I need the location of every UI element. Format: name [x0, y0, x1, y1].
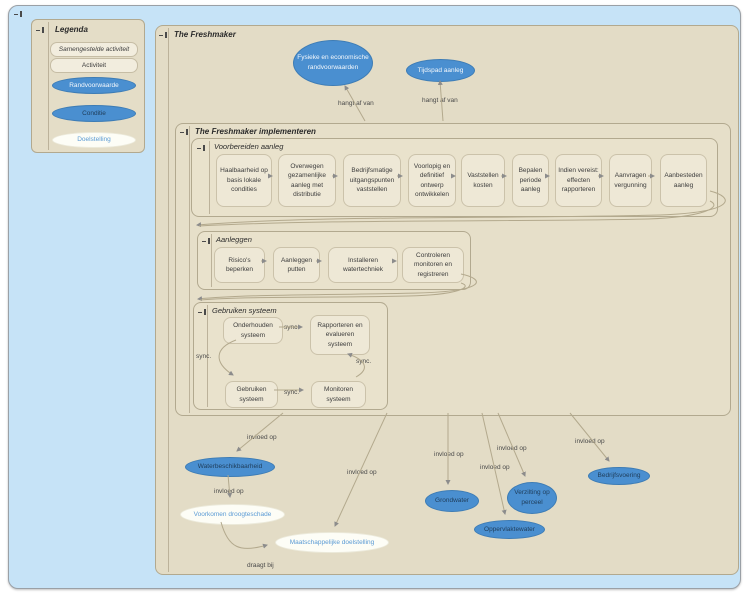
legend-condition[interactable]: Conditie: [52, 105, 136, 122]
aanleggen-collapse-icon[interactable]: [202, 238, 210, 244]
voorbereiden-collapse-icon[interactable]: [197, 145, 205, 151]
activity-risicos-beperken[interactable]: Risico's beperken: [214, 247, 265, 283]
freshmaker-divider: [168, 28, 169, 572]
edge-label-invloed-waterbeschikbaarheid: invloed op: [247, 434, 277, 441]
edge-label-hangt-af-van-1: hangt af van: [338, 100, 374, 107]
diagram-canvas[interactable]: Legenda Samengestelde activiteit Activit…: [8, 5, 741, 589]
gebruiken-panel[interactable]: Gebruiken systeem Onderhouden systeem Ra…: [193, 302, 388, 410]
ellipse-waterbeschikbaarheid[interactable]: Waterbeschikbaarheid: [185, 457, 275, 477]
freshmaker-panel[interactable]: The Freshmaker Fysieke en economische ra…: [155, 25, 739, 575]
ellipse-bedrijfsvoering[interactable]: Bedrijfsvoering: [588, 467, 650, 485]
legend-title: Legenda: [55, 25, 88, 34]
gebruiken-collapse-icon[interactable]: [198, 309, 206, 315]
edge-label-hangt-af-van-2: hangt af van: [422, 97, 458, 104]
gebruiken-divider: [207, 305, 208, 407]
implementeren-title: The Freshmaker implementeren: [195, 127, 316, 136]
gebruiken-title: Gebruiken systeem: [212, 306, 277, 315]
ellipse-grondwater[interactable]: Grondwater: [425, 490, 479, 512]
activity-gebruiken-systeem[interactable]: Gebruiken systeem: [225, 381, 278, 408]
legend-panel[interactable]: Legenda Samengestelde activiteit Activit…: [31, 19, 145, 153]
activity-monitoren-systeem[interactable]: Monitoren systeem: [311, 381, 366, 408]
activity-aanvragen-vergunning[interactable]: Aanvragen vergunning: [609, 154, 652, 207]
implementeren-panel[interactable]: The Freshmaker implementeren Voorbereide…: [175, 123, 731, 416]
legend-collapse-icon[interactable]: [36, 27, 44, 33]
activity-aanbesteden-aanleg[interactable]: Aanbesteden aanleg: [660, 154, 707, 207]
edge-label-sync-3: sync.: [284, 389, 300, 396]
ellipse-tijdspad-aanleg[interactable]: Tijdspad aanleg: [406, 59, 475, 82]
activity-rapporteren-evalueren[interactable]: Rapporteren en evalueren systeem: [310, 315, 370, 355]
edge-label-invloed-verzilting: invloed op: [497, 445, 527, 452]
implementeren-divider: [189, 126, 190, 413]
ellipse-fysieke-randvoorwaarden[interactable]: Fysieke en economische randvoorwaarden: [293, 40, 373, 86]
edge-label-sync-4: sync.: [356, 358, 372, 365]
edge-label-invloed-maatschappelijk: invloed op: [347, 469, 377, 476]
activity-overwegen-gezamenlijke-aanleg[interactable]: Overwegen gezamenlijke aanleg met distri…: [278, 154, 336, 207]
legend-composite-activity[interactable]: Samengestelde activiteit: [50, 42, 138, 57]
canvas-collapse-icon[interactable]: [14, 11, 22, 17]
legend-activity[interactable]: Activiteit: [50, 58, 138, 73]
activity-effecten-rapporteren[interactable]: Indien vereist: effecten rapporteren: [555, 154, 602, 207]
ellipse-maatschappelijke-doelstelling[interactable]: Maatschappelijke doelstelling: [275, 532, 389, 553]
ellipse-oppervlaktewater[interactable]: Oppervlaktewater: [474, 520, 545, 539]
legend-goal[interactable]: Doelstelling: [52, 132, 136, 148]
activity-aanleggen-putten[interactable]: Aanleggen putten: [273, 247, 320, 283]
legend-divider: [48, 22, 49, 150]
activity-voorlopig-definitief-ontwerp[interactable]: Voorlopig en definitief ontwerp ontwikke…: [408, 154, 456, 207]
activity-bepalen-periode-aanleg[interactable]: Bepalen periode aanleg: [512, 154, 549, 207]
edge-label-invloed-bedrijfsvoering: invloed op: [575, 438, 605, 445]
edge-label-invloed-oppervlaktewater: invloed op: [480, 464, 510, 471]
edge-label-sync-2: sync.: [196, 353, 212, 360]
ellipse-voorkomen-droogteschade[interactable]: Voorkomen droogteschade: [180, 504, 285, 525]
edge-label-draagt-bij: draagt bij: [247, 562, 274, 569]
aanleggen-divider: [211, 234, 212, 287]
freshmaker-title: The Freshmaker: [174, 30, 236, 39]
activity-bedrijfsmatige-uitgangspunten[interactable]: Bedrijfsmatige uitgangspunten vaststelle…: [343, 154, 401, 207]
implementeren-collapse-icon[interactable]: [180, 129, 188, 135]
legend-precondition[interactable]: Randvoorwaarde: [52, 77, 136, 94]
voorbereiden-title: Voorbereiden aanleg: [214, 142, 284, 151]
activity-haalbaarheid[interactable]: Haalbaarheid op basis lokale condities: [216, 154, 272, 207]
edge-label-invloed-grondwater: invloed op: [434, 451, 464, 458]
activity-controleren-monitoren[interactable]: Controleren monitoren en registreren: [402, 247, 464, 283]
aanleggen-title: Aanleggen: [216, 235, 252, 244]
activity-onderhouden-systeem[interactable]: Onderhouden systeem: [223, 317, 283, 344]
voorbereiden-panel[interactable]: Voorbereiden aanleg Haalbaarheid op basi…: [191, 138, 718, 217]
activity-vaststellen-kosten[interactable]: Vaststellen kosten: [461, 154, 505, 207]
edge-label-invloed-voorkomen: invloed op: [214, 488, 244, 495]
freshmaker-collapse-icon[interactable]: [159, 32, 167, 38]
aanleggen-panel[interactable]: Aanleggen Risico's beperken Aanleggen pu…: [197, 231, 471, 290]
voorbereiden-divider: [209, 141, 210, 214]
ellipse-verzilting-op-perceel[interactable]: Verzilting op perceel: [507, 482, 557, 514]
edge-label-sync-1: sync.: [284, 324, 300, 331]
activity-installeren-watertechniek[interactable]: Installeren watertechniek: [328, 247, 398, 283]
